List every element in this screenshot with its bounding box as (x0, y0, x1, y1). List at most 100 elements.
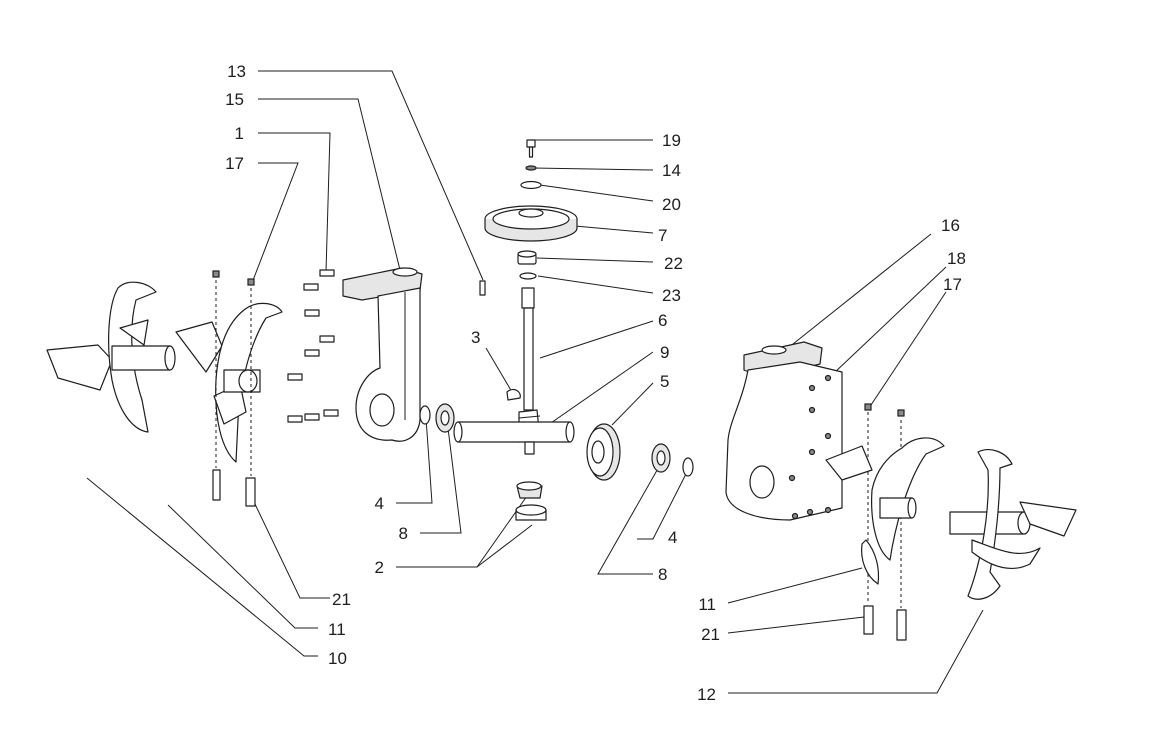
bolt-19 (526, 139, 536, 148)
leader-3 (485, 347, 513, 393)
callout-12: 12 (697, 685, 716, 704)
callout-18: 18 (947, 249, 966, 268)
callout-1: 1 (235, 124, 244, 143)
left-housing (342, 267, 423, 442)
leader-16 (787, 233, 932, 349)
callout-15: 15 (225, 90, 244, 109)
callout-14: 14 (662, 161, 681, 180)
left-housing-seal (392, 267, 418, 277)
leader-lines (86, 70, 984, 694)
left-inner-tine-blade-b (215, 302, 283, 463)
ring-23 (519, 272, 537, 280)
shaft-spline (521, 287, 535, 309)
lock-washer-14 (525, 165, 537, 171)
right-inner-tine (825, 437, 945, 585)
right-inner-tine-hub (879, 497, 913, 519)
snap-ring-left (419, 405, 431, 425)
leader-8-right (597, 464, 661, 575)
callout-6: 6 (658, 311, 667, 330)
leader-14 (532, 167, 654, 171)
left-inner-tine-hub-end (238, 369, 258, 393)
callout-21-left: 21 (332, 590, 351, 609)
leader-12 (728, 609, 984, 694)
callout-10: 10 (328, 649, 347, 668)
spur-gear-5 (586, 423, 621, 481)
snap-ring-right (682, 457, 694, 477)
leader-11-right (727, 567, 863, 604)
leader-6 (539, 320, 654, 359)
callout-8-right: 8 (658, 565, 667, 584)
left-nut-b (247, 278, 255, 286)
callout-17-right: 17 (943, 275, 962, 294)
right-housing-seal (761, 345, 787, 355)
right-outer-tine-blade-b (1019, 501, 1077, 537)
right-housing-body (725, 361, 843, 521)
leader-15 (258, 98, 401, 271)
callout-labels: 13 15 1 17 19 14 20 7 22 23 6 3 9 5 4 8 … (225, 62, 966, 704)
left-inner-tine (175, 302, 283, 463)
left-housing-bore (369, 393, 395, 427)
tapered-bearing (515, 481, 547, 521)
callout-22: 22 (664, 254, 683, 273)
leader-18 (832, 266, 947, 375)
callout-4-left: 4 (375, 494, 384, 513)
leader-1 (258, 132, 331, 273)
right-housing (725, 341, 843, 521)
left-clevis-pin-b (245, 477, 256, 507)
vertical-shaft-6 (523, 307, 534, 411)
leader-4-right (637, 469, 689, 540)
callout-17-left: 17 (225, 154, 244, 173)
callout-13: 13 (227, 62, 246, 81)
right-nut-a (864, 403, 872, 411)
right-outer-tine (949, 449, 1077, 600)
leader-13 (258, 70, 484, 281)
callout-5: 5 (660, 372, 669, 391)
right-inner-tine-blade-a (825, 445, 873, 481)
callout-11-right: 11 (698, 595, 716, 614)
leader-11-left (167, 504, 318, 629)
left-housing-bolts (287, 269, 339, 423)
key (479, 280, 486, 296)
callout-3: 3 (471, 328, 480, 347)
leader-5 (611, 382, 654, 426)
callout-7: 7 (658, 226, 667, 245)
woodruff-key-3 (506, 388, 521, 401)
left-outer-tine-hub-end (164, 345, 176, 371)
right-clevis-pin-b (896, 609, 907, 641)
right-outer-tine-blade-c (971, 539, 1041, 570)
right-inner-tine-blade-b (871, 437, 945, 561)
callout-4-right: 4 (668, 528, 677, 547)
callout-19: 19 (662, 131, 681, 150)
leader-20 (539, 184, 654, 202)
leader-23 (537, 275, 654, 294)
left-outer-tine-hub (111, 345, 171, 371)
left-clevis-pin-a (212, 469, 221, 501)
callout-16: 16 (941, 216, 960, 235)
left-nut-a (212, 270, 220, 278)
callout-11-left: 11 (328, 620, 346, 639)
right-clevis-pin-a (863, 605, 874, 635)
right-housing-bore (749, 465, 775, 499)
right-nut-b (897, 409, 905, 417)
leader-21-right (727, 616, 865, 634)
leader-22 (536, 257, 654, 263)
right-inner-tine-blade-c (861, 539, 880, 585)
right-outer-tine-blade-a (967, 449, 1013, 600)
callout-2: 2 (375, 558, 384, 577)
leader-8-left (420, 419, 462, 534)
callout-8-left: 8 (399, 524, 408, 543)
callout-9: 9 (660, 343, 669, 362)
cross-shaft (457, 421, 571, 443)
leader-7 (574, 225, 654, 234)
leader-17-left (251, 162, 299, 284)
leader-4-left (396, 417, 433, 504)
leader-2-b (476, 524, 533, 568)
left-inner-tine-blade-a (175, 321, 223, 373)
center-assembly (453, 139, 578, 455)
callout-23: 23 (662, 286, 681, 305)
leader-21-left (253, 501, 330, 599)
callout-21-right: 21 (701, 625, 720, 644)
washer-20 (520, 180, 542, 190)
leader-17-right (870, 291, 947, 406)
